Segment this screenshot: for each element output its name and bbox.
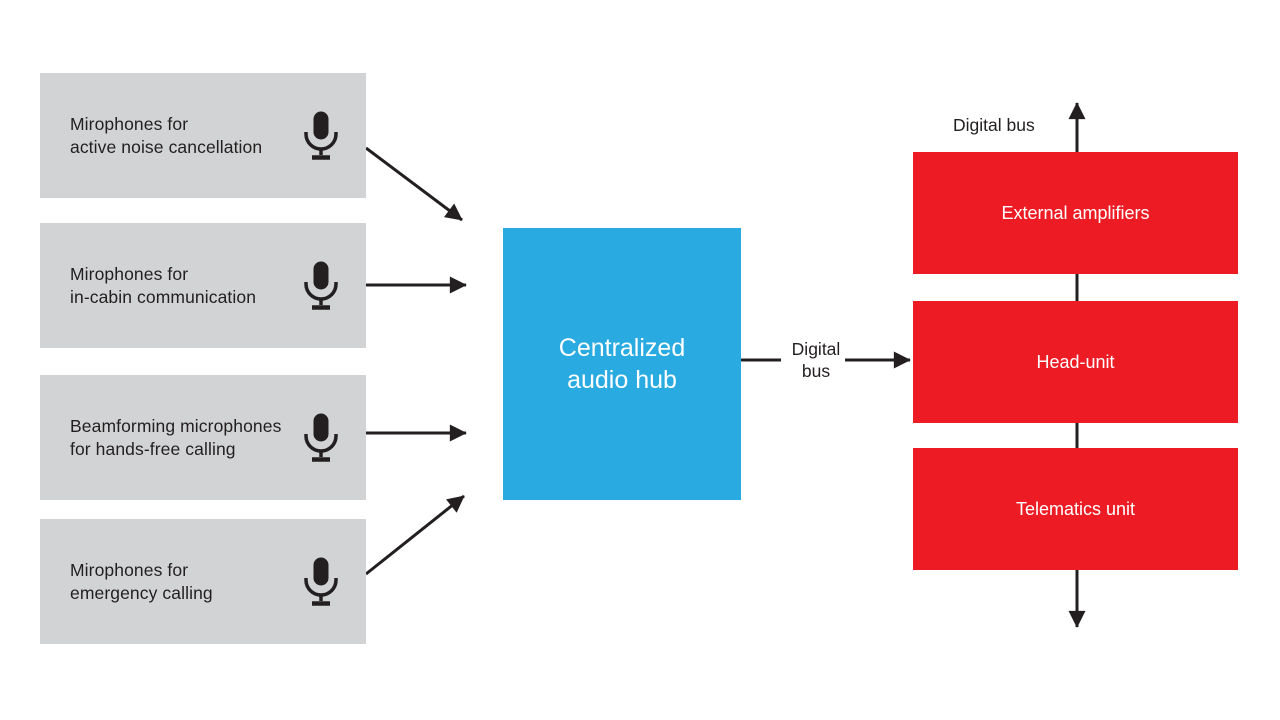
node-label: Mirophones for active noise cancellation — [70, 113, 263, 157]
node-label: External amplifiers — [1001, 202, 1150, 223]
arrow-anc-mics-to-hub — [365, 146, 463, 222]
node-anc-microphones: Mirophones for active noise cancellation — [40, 73, 366, 198]
node-label: Centralized audio hub — [558, 334, 686, 394]
microphone-icon — [304, 261, 338, 310]
microphone-icon — [304, 413, 338, 462]
node-beamforming-microphones: Beamforming microphones for hands-free c… — [40, 375, 366, 500]
node-emergency-microphones: Mirophones for emergency calling — [40, 519, 366, 644]
microphone-icon — [304, 557, 338, 606]
arrow-emergency-mics-to-hub — [365, 494, 465, 576]
node-head-unit: Head-unit — [913, 301, 1238, 423]
node-centralized-audio-hub: Centralized audio hub — [503, 228, 741, 500]
microphone-icon — [304, 111, 338, 160]
node-label: Telematics unit — [1015, 498, 1136, 519]
digital-bus-label-top: Digital bus — [953, 115, 1035, 135]
node-label: Beamforming microphones for hands-free c… — [70, 415, 282, 459]
node-label: Head-unit — [1036, 351, 1115, 372]
node-label: Mirophones for emergency calling — [70, 559, 213, 603]
node-label: Mirophones for in-cabin communication — [70, 263, 257, 307]
node-incabin-microphones: Mirophones for in-cabin communication — [40, 223, 366, 348]
node-telematics-unit: Telematics unit — [913, 448, 1238, 570]
node-external-amplifiers: External amplifiers — [913, 152, 1238, 274]
digital-bus-label-middle: Digital bus — [791, 339, 841, 381]
